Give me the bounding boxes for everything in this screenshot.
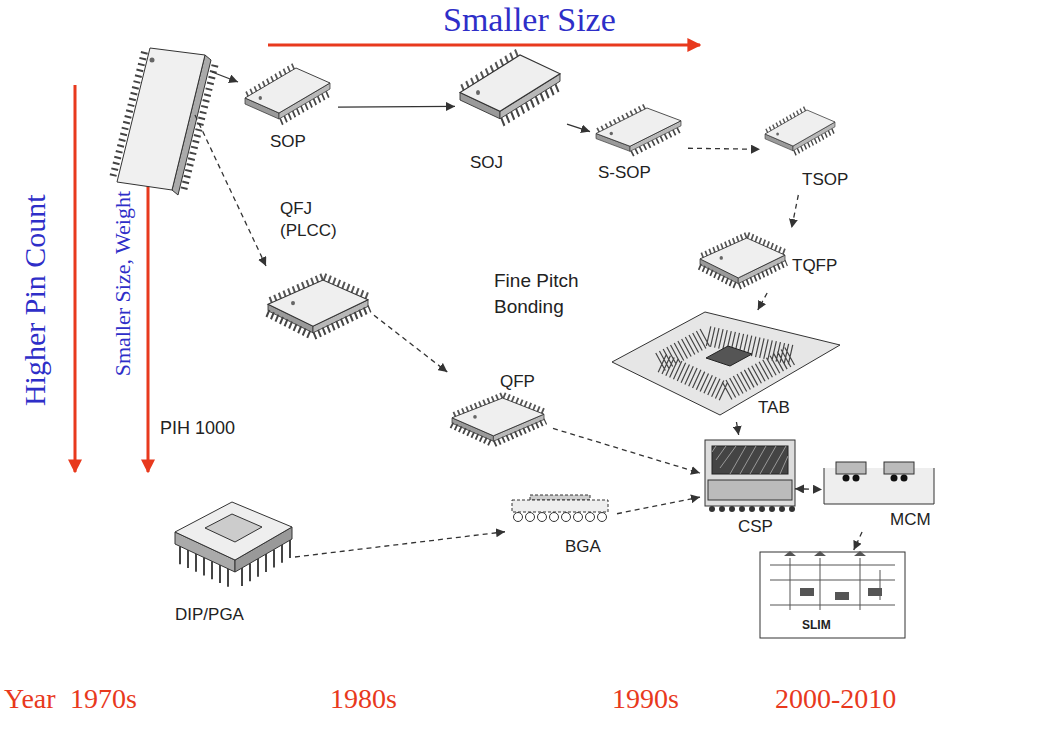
package-label: QFP [500,372,535,392]
package-label: BGA [565,537,601,557]
package-node: QFJ (PLCC) [262,198,374,346]
package-label: PIH 1000 [160,418,235,439]
package-label: MCM [890,510,931,530]
package-node: S-SOP [590,105,688,190]
evolution-arrow [688,148,760,149]
note: Fine Pitch Bonding [494,268,579,320]
evolution-arrow [736,422,738,435]
package-node: SLIM [755,550,910,642]
package-label: SLIM [800,618,833,632]
package-label: QFJ (PLCC) [280,198,355,242]
package-label: SOJ [470,153,503,173]
evolution-arrow [295,532,505,557]
package-node: MCM [822,450,940,532]
package-node: SOJ [455,35,567,177]
axis-label: Higher Pin Count [18,194,53,406]
package-node: SOP [238,60,338,155]
year-label: 1990s [612,683,679,715]
package-node: TSOP [760,105,855,195]
axis-label: Smaller Size, Weight [110,190,135,375]
package-node: BGA [505,490,617,560]
year-label: 1970s [70,683,137,715]
evolution-arrow [338,106,455,108]
package-label: TAB [758,398,790,418]
package-node: DIP/PGA [170,497,295,632]
package-label: S-SOP [598,163,651,183]
package-label: TSOP [802,170,848,190]
package-node: QFP [445,372,553,452]
package-label: TQFP [792,256,837,276]
evolution-arrow [617,497,700,514]
evolution-arrow [374,315,447,372]
package-node: CSP [700,435,795,540]
year-label: 1980s [330,683,397,715]
evolution-arrow [553,428,700,473]
evolution-arrow [567,124,590,131]
year-label: Year [4,683,56,715]
year-label: 2000-2010 [775,683,896,715]
package-node: TQFP [695,228,875,293]
evolution-arrow [854,532,862,550]
package-label: CSP [738,517,773,537]
package-label: DIP/PGA [175,605,244,625]
evolution-arrow [758,293,767,310]
evolution-arrow [795,488,822,490]
evolution-arrow [792,195,799,228]
package-node: TAB [608,310,846,422]
axis-label: Smaller Size [443,0,616,39]
package-label: SOP [270,132,306,152]
